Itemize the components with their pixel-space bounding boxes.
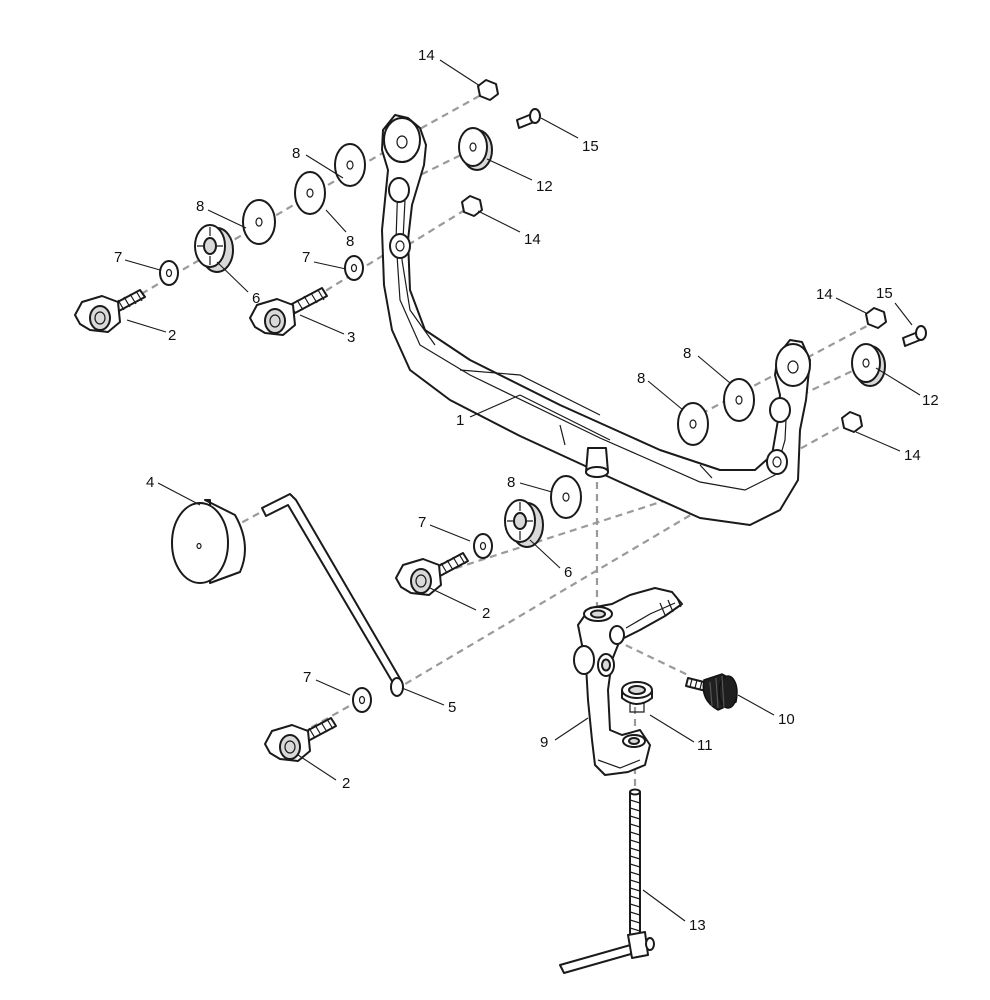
callout-2: 2 — [342, 775, 350, 792]
callout-14: 14 — [524, 231, 541, 248]
part-2-knob-lower — [264, 717, 337, 762]
spacer-lower — [504, 499, 544, 548]
part-10-thumb-screw — [685, 673, 738, 711]
washer-8b — [294, 171, 326, 215]
callout-14: 14 — [904, 447, 921, 464]
nut-mid — [461, 195, 483, 217]
part-2-knob-upper — [74, 289, 146, 333]
part-11-swivel-pad — [621, 681, 653, 713]
callout-13: 13 — [689, 917, 706, 934]
washer-8e — [677, 402, 709, 446]
washer-8a — [334, 143, 366, 187]
part-4-weight — [171, 499, 246, 584]
washer-7c — [473, 533, 493, 559]
part-3-knob — [249, 287, 328, 336]
cap-right — [851, 343, 886, 387]
washer-8c — [242, 199, 276, 245]
callout-14: 14 — [418, 47, 435, 64]
nut-top — [477, 79, 499, 101]
callout-5: 5 — [448, 699, 456, 716]
part-5-l-rod — [261, 493, 404, 697]
spacer-upper — [194, 224, 234, 273]
callout-1: 1 — [456, 412, 464, 429]
callout-8: 8 — [683, 345, 691, 362]
screw-top — [516, 108, 541, 129]
callout-14: 14 — [816, 286, 833, 303]
callout-8: 8 — [196, 198, 204, 215]
callout-7: 7 — [418, 514, 426, 531]
callout-15: 15 — [876, 285, 893, 302]
cap-top — [458, 127, 493, 171]
callout-15: 15 — [582, 138, 599, 155]
nut-right-top — [865, 307, 887, 329]
part-15-screws — [516, 108, 927, 347]
callout-12: 12 — [536, 178, 553, 195]
washer-7b — [344, 255, 364, 281]
washer-8f — [550, 475, 582, 519]
washer-7a — [159, 260, 179, 286]
part-9-clamp — [573, 587, 683, 776]
callout-7: 7 — [303, 669, 311, 686]
washer-7d — [352, 687, 372, 713]
nut-right-bottom — [841, 411, 863, 433]
callout-8: 8 — [346, 233, 354, 250]
part-14-nuts — [461, 79, 887, 433]
callout-7: 7 — [114, 249, 122, 266]
callout-9: 9 — [540, 734, 548, 751]
part-8-washers — [242, 143, 755, 519]
screw-right — [902, 325, 927, 347]
callout-11: 11 — [697, 737, 713, 754]
callout-6: 6 — [252, 290, 260, 307]
callout-4: 4 — [146, 474, 154, 491]
callout-10: 10 — [778, 711, 795, 728]
callout-8: 8 — [292, 145, 300, 162]
part-6-spacers — [194, 224, 544, 548]
part-13-threaded-t-bar — [559, 788, 655, 974]
part-7-washers — [159, 255, 493, 713]
callout-3: 3 — [347, 329, 355, 346]
leader-lines — [124, 59, 921, 922]
callout-12: 12 — [922, 392, 939, 409]
callout-8: 8 — [637, 370, 645, 387]
part-2-knob-middle — [395, 552, 469, 596]
callout-6: 6 — [564, 564, 572, 581]
callout-7: 7 — [302, 249, 310, 266]
callout-labels: 14 15 8 12 8 8 14 7 7 6 2 3 14 15 8 8 12… — [114, 47, 939, 934]
callout-8: 8 — [507, 474, 515, 491]
part-12-caps — [458, 127, 886, 387]
washer-8d — [723, 378, 755, 422]
assembly-lines — [99, 89, 883, 795]
part-1-u-frame — [381, 114, 811, 526]
callout-2: 2 — [482, 605, 490, 622]
callout-2: 2 — [168, 327, 176, 344]
